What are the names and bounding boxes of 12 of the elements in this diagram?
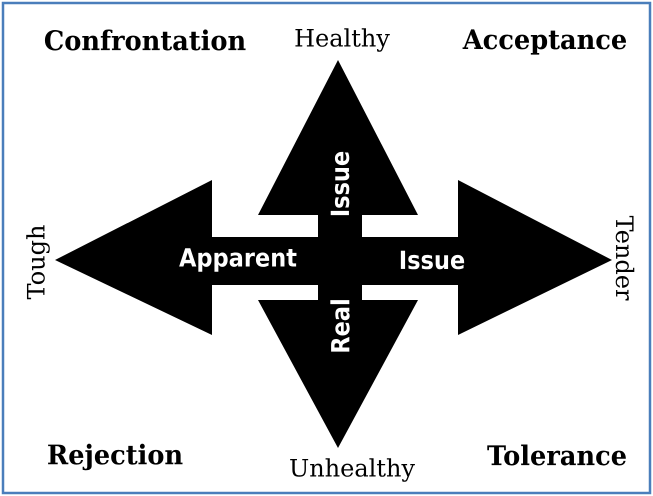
axis-label: Healthy bbox=[295, 28, 390, 52]
quadrant-label: Rejection bbox=[48, 444, 182, 470]
arrow-label: Apparent bbox=[179, 248, 296, 272]
axis-label: Unhealthy bbox=[290, 458, 415, 482]
arrow-label: Issue bbox=[330, 152, 350, 216]
quadrant-label: Tolerance bbox=[487, 444, 626, 466]
axis-label: Tough bbox=[26, 225, 50, 300]
quadrant-label: Acceptance bbox=[462, 29, 626, 55]
arrow-label: Issue bbox=[400, 250, 464, 270]
axis-label: Tender bbox=[616, 216, 634, 300]
quadrant-label: Confrontation bbox=[44, 30, 246, 50]
arrow-label: Real bbox=[330, 300, 350, 352]
